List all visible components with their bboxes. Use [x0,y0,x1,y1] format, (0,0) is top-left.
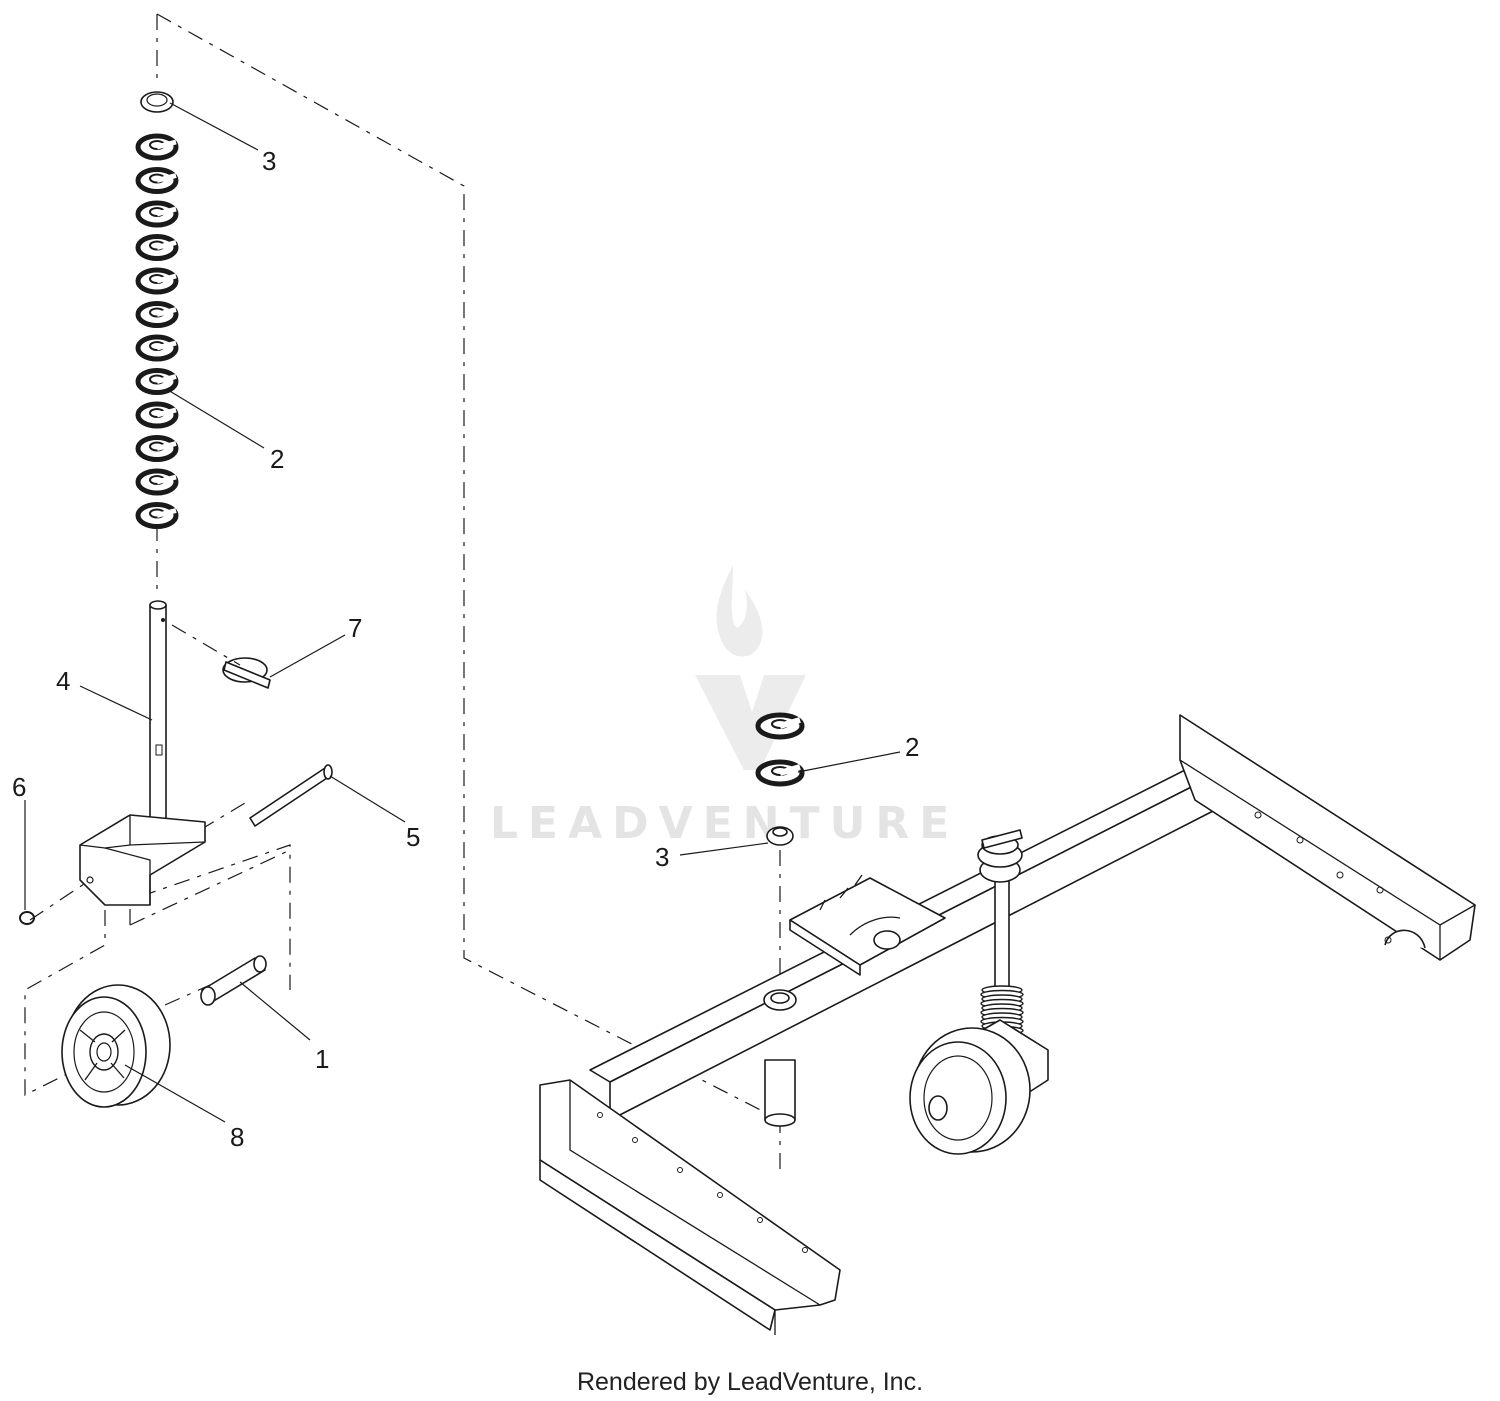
washer [135,334,179,362]
callout-7: 7 [348,613,362,643]
small-retaining-ring [19,911,35,925]
callout-8: 8 [230,1122,244,1152]
callout-1: 1 [315,1044,329,1074]
axle-spacer [200,955,267,1006]
callout-6: 6 [12,772,26,802]
hairpin-cotter [222,657,271,689]
washer [135,368,179,395]
washer [135,200,179,228]
washer [135,234,179,261]
footer-credit: Rendered by LeadVenture, Inc. [577,1368,923,1396]
callout-2-top: 2 [270,444,284,474]
washer [135,468,179,496]
washer [135,167,179,194]
callout-5: 5 [406,822,420,852]
caster-spindle [79,600,206,906]
retaining-ring-top [140,91,174,113]
mower-frame [539,714,1476,1335]
washer [135,435,179,462]
washer [135,502,179,529]
washer-pair-right [755,712,805,787]
axle-bolt-pin [249,764,333,827]
callout-labels: 3 2 7 4 6 5 1 8 2 3 [12,146,919,1152]
washer [135,401,179,429]
callout-2-right: 2 [905,732,919,762]
washer-stack [135,133,179,529]
watermark-text: LEADVENTURE [490,798,959,849]
flange-bushing-right [766,826,794,846]
washer [135,133,179,161]
caster-wheel [61,984,171,1108]
callout-3-top: 3 [262,146,276,176]
assembly-guide-lines [24,13,781,1175]
callout-4: 4 [56,666,70,696]
washer [135,301,179,328]
watermark-logo: LEADVENTURE [490,565,959,849]
washer [135,267,179,295]
callout-3-right: 3 [655,842,669,872]
leader-lines [24,102,901,1123]
